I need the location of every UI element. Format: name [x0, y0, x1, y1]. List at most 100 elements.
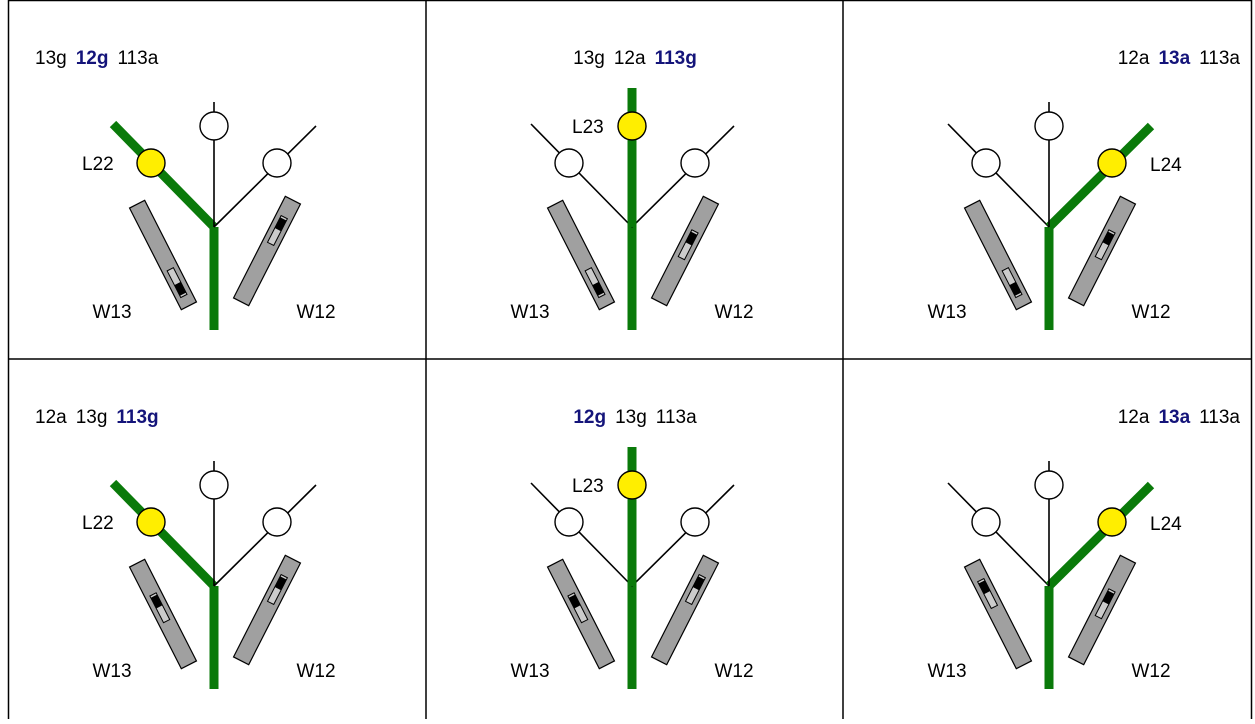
w12-label: W12 [296, 661, 335, 682]
point-blade [174, 281, 187, 296]
point-machine-w13 [963, 199, 1033, 311]
signal-lamp-lit [617, 470, 647, 500]
w12-label: W12 [296, 302, 335, 323]
signal-lamp [1034, 470, 1064, 500]
track-line [530, 123, 633, 228]
signal-lamp-lit [136, 507, 166, 537]
state-code: 12a [614, 48, 646, 69]
active-track [109, 120, 218, 231]
signal-lamp [971, 148, 1001, 178]
state-code: 113a [1199, 407, 1240, 428]
state-code: 13g [76, 407, 108, 428]
w13-label: W13 [510, 661, 549, 682]
lamp-label: L24 [1150, 155, 1182, 176]
point-body [232, 554, 302, 666]
point-machine-w12 [650, 554, 720, 666]
signal-lamp [971, 507, 1001, 537]
w13-label: W13 [927, 661, 966, 682]
signal-lamp [262, 148, 292, 178]
point-machine-w12 [1067, 195, 1137, 307]
state-code: 13g [573, 48, 605, 69]
signal-lamp [199, 111, 229, 141]
w13-label: W13 [510, 302, 549, 323]
point-machine-w13 [128, 558, 198, 670]
signal-lamp-lit [1097, 148, 1127, 178]
signal-lamp [680, 148, 710, 178]
grid-lines [7, 0, 1253, 724]
point-blade [692, 576, 705, 591]
point-blade [274, 217, 287, 232]
point-machine-w13 [546, 199, 616, 311]
signal-lamp-lit [617, 111, 647, 141]
track-line [631, 484, 735, 587]
point-machine-w13 [546, 558, 616, 670]
state-code: 113a [1199, 48, 1240, 69]
point-machine-w12 [1067, 554, 1137, 666]
signal-lamp-lit [136, 148, 166, 178]
w13-label: W13 [927, 302, 966, 323]
active-state-code: 113g [116, 407, 158, 428]
state-line: 12a 13a 113a [1118, 48, 1241, 69]
lamp-label: L24 [1150, 514, 1182, 535]
lamp-label: L23 [572, 117, 604, 138]
w12-label: W12 [714, 661, 753, 682]
signal-lamp [554, 507, 584, 537]
point-machine-w13 [963, 558, 1033, 670]
state-code: 13g [615, 407, 647, 428]
track-line [530, 482, 633, 587]
active-state-code: 13a [1158, 407, 1190, 428]
point-body [650, 554, 720, 666]
point-blade [568, 594, 581, 609]
signal-lamp [262, 507, 292, 537]
point-blade [592, 281, 605, 296]
state-code: 12a [1118, 48, 1150, 69]
track-line [213, 125, 317, 228]
active-track [1045, 481, 1155, 590]
point-body [232, 195, 302, 307]
signal-lamp [1034, 111, 1064, 141]
active-track [109, 479, 218, 590]
w13-label: W13 [92, 302, 131, 323]
lamp-label: L22 [82, 154, 114, 175]
active-state-code: 12g [76, 48, 109, 69]
w13-label: W13 [92, 661, 131, 682]
point-blade [685, 231, 698, 246]
active-state-code: 12g [573, 407, 606, 428]
lamp-label: L22 [82, 513, 114, 534]
w12-label: W12 [1131, 302, 1170, 323]
state-line: 12a 13a 113a [1118, 407, 1241, 428]
track-line [947, 123, 1050, 228]
w12-label: W12 [714, 302, 753, 323]
point-blade [1102, 590, 1115, 605]
signal-lamp-lit [1097, 507, 1127, 537]
active-track [1045, 122, 1155, 231]
point-body [963, 558, 1033, 670]
point-blade [1009, 281, 1022, 296]
state-line: 13g 12a 113g [573, 48, 697, 69]
signal-lamp [199, 470, 229, 500]
w12-label: W12 [1131, 661, 1170, 682]
outer-frame [7, 0, 1253, 724]
point-blade [1102, 231, 1115, 246]
track-line [213, 484, 317, 587]
active-state-code: 113g [655, 48, 697, 69]
track-line [631, 125, 735, 228]
point-machine-w13 [128, 199, 198, 311]
signal-lamp [680, 507, 710, 537]
state-code: 12a [1118, 407, 1150, 428]
state-line: 12a 13g 113g [35, 407, 159, 428]
state-code: 12a [35, 407, 67, 428]
point-machine-w12 [650, 195, 720, 307]
signal-lamp [554, 148, 584, 178]
active-state-code: 13a [1158, 48, 1190, 69]
state-code: 13g [35, 48, 67, 69]
